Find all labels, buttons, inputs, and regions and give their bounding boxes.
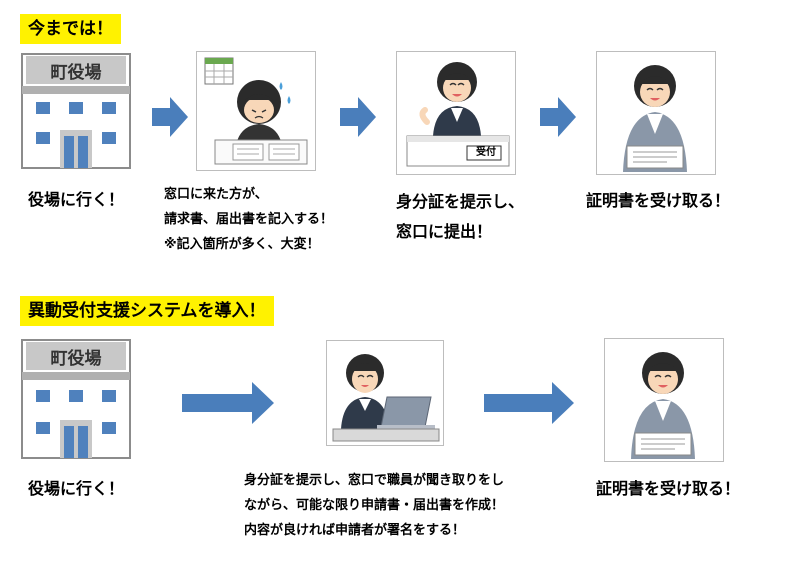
step3-line: 窓口に提出！	[396, 222, 493, 241]
receive-certificate-illustration	[604, 338, 724, 462]
reception-desk-illustration: 受付	[396, 51, 516, 175]
step3-text: 身分証を提示し、 窓口に提出！	[396, 187, 524, 247]
step2-line: 請求書、届出書を記入する！	[164, 212, 334, 227]
step1-caption: 役場に行く！	[28, 479, 125, 498]
system-step-line: ながら、可能な限り申請書・届出書を作成！	[244, 498, 505, 513]
step2-line: 窓口に来た方が、	[164, 187, 268, 202]
building-sign: 町役場	[50, 63, 102, 83]
arrow-right-icon	[182, 382, 274, 424]
step4-caption: 証明書を受け取る！	[586, 191, 731, 210]
banner-after: 異動受付支援システムを導入！	[20, 296, 274, 326]
step2-line: ※記入箇所が多く、大変！	[164, 237, 320, 252]
arrow-right-icon	[484, 382, 574, 424]
step2-text: 窓口に来た方が、 請求書、届出書を記入する！ ※記入箇所が多く、大変！	[164, 182, 333, 257]
arrow-right-icon	[340, 97, 376, 137]
system-step-line: 内容が良ければ申請者が署名をする！	[244, 523, 466, 538]
step3-caption: 証明書を受け取る！	[596, 479, 741, 498]
town-hall-illustration: 町役場	[20, 52, 132, 170]
banner-before: 今までは！	[20, 14, 121, 44]
form-filling-illustration	[196, 51, 316, 171]
town-hall-illustration: 町役場	[20, 338, 132, 460]
step3-line: 身分証を提示し、	[396, 192, 525, 211]
staff-computer-illustration	[326, 340, 444, 446]
system-step-text: 身分証を提示し、窓口で職員が聞き取りをし ながら、可能な限り申請書・届出書を作成…	[244, 468, 504, 543]
step1-caption: 役場に行く！	[28, 190, 125, 209]
building-sign: 町役場	[50, 349, 102, 369]
desk-badge: 受付	[476, 147, 496, 158]
receive-certificate-illustration	[596, 51, 716, 175]
arrow-right-icon	[540, 97, 576, 137]
system-step-line: 身分証を提示し、窓口で職員が聞き取りをし	[244, 473, 505, 488]
arrow-right-icon	[152, 97, 188, 137]
